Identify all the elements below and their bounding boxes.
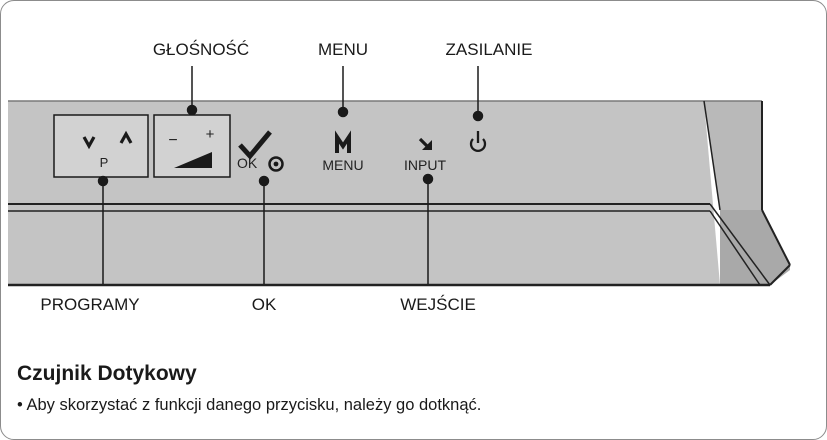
program-letter: P xyxy=(100,155,109,170)
chevron-up-icon xyxy=(119,130,133,144)
callout-menu: MENU xyxy=(318,40,368,59)
power-icon xyxy=(469,131,487,152)
chevron-down-icon xyxy=(82,136,96,150)
program-button[interactable]: P xyxy=(53,114,149,178)
volume-plus-sign: + xyxy=(206,126,215,143)
tv-control-panel-diagram: P − + OK MENU INPUT xyxy=(8,40,791,314)
power-button[interactable] xyxy=(469,131,487,152)
ok-button[interactable]: OK xyxy=(237,130,284,172)
volume-minus-sign: − xyxy=(168,132,177,149)
volume-ramp-icon xyxy=(174,152,212,168)
volume-button[interactable]: − + xyxy=(153,114,231,178)
callout-power: ZASILANIE xyxy=(446,40,533,59)
ok-circle-icon xyxy=(268,156,284,172)
input-key-label: INPUT xyxy=(404,157,446,173)
menu-key-label: MENU xyxy=(322,157,363,173)
section-bullet-text: • Aby skorzystać z funkcji danego przyci… xyxy=(17,396,482,414)
menu-m-icon xyxy=(335,130,351,153)
callout-input: WEJŚCIE xyxy=(400,295,476,314)
callout-programs: PROGRAMY xyxy=(40,295,139,314)
callout-volume: GŁOŚNOŚĆ xyxy=(153,40,249,59)
menu-button[interactable]: MENU xyxy=(322,130,364,173)
checkmark-icon xyxy=(238,130,272,160)
section-heading: Czujnik Dotykowy xyxy=(17,362,197,385)
input-button[interactable]: INPUT xyxy=(404,137,446,173)
leader-lines xyxy=(97,66,484,284)
input-arrow-icon xyxy=(418,137,432,151)
ok-key-label: OK xyxy=(237,155,258,171)
callout-ok: OK xyxy=(252,295,277,314)
